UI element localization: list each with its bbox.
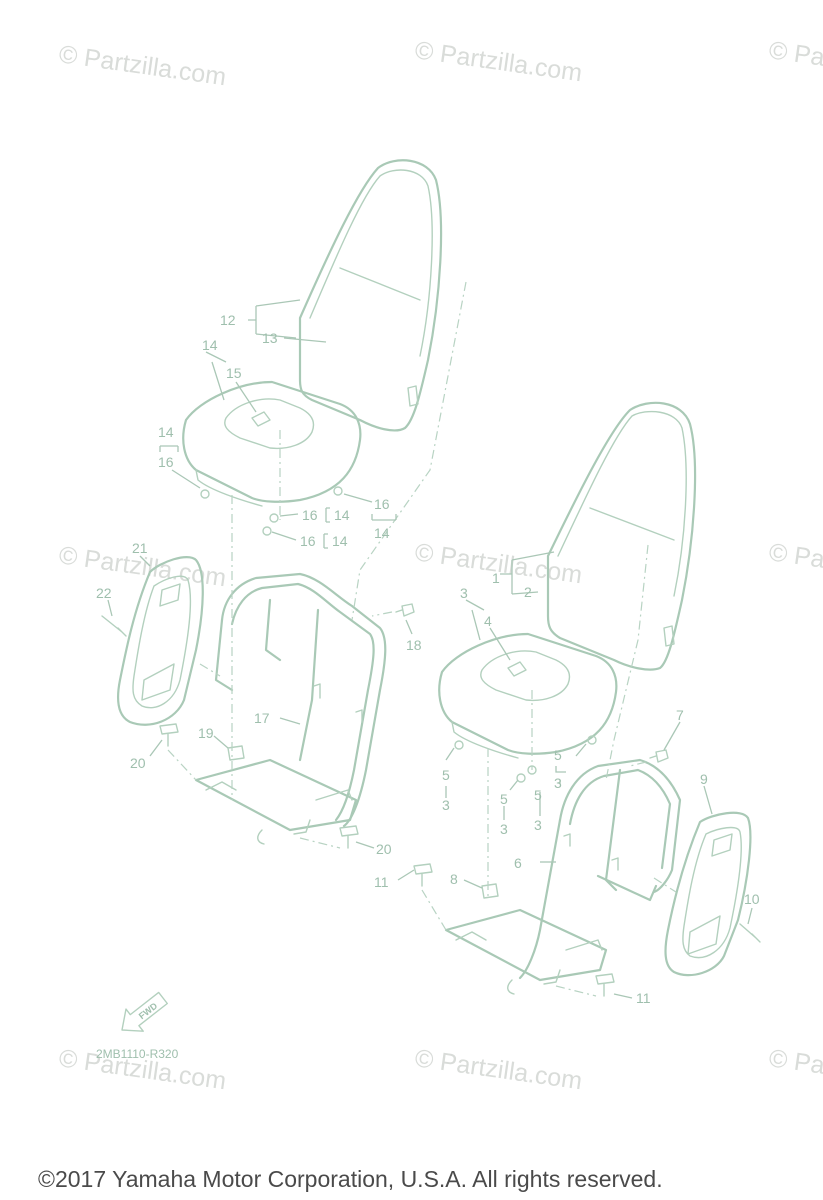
left-cushion [182,380,362,507]
copyright-notice: ©2017 Yamaha Motor Corporation, U.S.A. A… [38,1166,663,1192]
leader-lines [107,299,753,999]
callout-3: 3 [442,797,450,813]
callout-5: 5 [442,767,450,783]
nut-19 [227,745,245,761]
right-seat-assembly [413,401,761,997]
callout-8: 8 [450,871,458,887]
callout-21: 21 [132,540,148,556]
right-cushion [438,632,618,759]
left-seat-assembly [101,159,467,849]
callout-1: 1 [492,570,500,586]
bolt-18 [395,603,415,617]
callout-9: 9 [700,771,708,787]
callout-16: 16 [300,533,316,549]
right-nut-5b [587,735,597,745]
left-nut-16a [200,489,210,499]
callout-22: 22 [96,585,112,601]
callout-20: 20 [130,755,146,771]
watermark: © Partzilla.com [767,36,823,87]
watermark-group: © Partzilla.com © Partzilla.com © Partzi… [57,36,823,1095]
callout-3: 3 [500,821,508,837]
left-seat-bracket [194,572,387,845]
bolt-11b [595,973,615,997]
callout-2: 2 [524,584,532,600]
forward-arrow: FWD [121,991,168,1032]
left-nut-16c [269,513,279,523]
callout-3: 3 [460,585,468,601]
callout-6: 6 [514,855,522,871]
left-side-panel [117,555,204,726]
right-seat-bracket [444,758,682,995]
screw-22 [101,615,127,637]
callout-14: 14 [332,533,348,549]
watermark: © Partzilla.com [413,1044,584,1095]
right-nut-5c [516,773,526,783]
nut-8 [481,883,499,899]
callout-18: 18 [406,637,422,653]
callout-10: 10 [744,891,760,907]
screw-10 [739,923,761,943]
callout-19: 19 [198,725,214,741]
callout-14: 14 [374,525,390,541]
callout-14: 14 [158,424,174,440]
left-backrest [298,159,443,432]
callout-5: 5 [534,787,542,803]
right-side-panel [664,811,752,977]
watermark: © Partzilla.com [767,538,823,589]
bolt-20a [159,723,179,747]
callout-14: 14 [334,507,350,523]
callout-20: 20 [376,841,392,857]
callout-7: 7 [676,707,684,723]
watermark: © Partzilla.com [413,36,584,87]
callout-5: 5 [500,791,508,807]
callout-3: 3 [554,775,562,791]
callout-16: 16 [302,507,318,523]
bolt-7 [649,749,669,763]
right-backrest [546,401,697,671]
callout-4: 4 [484,613,492,629]
watermark: © Partzilla.com [57,40,228,91]
callout-16: 16 [158,454,174,470]
watermark: © Partzilla.com [767,1044,823,1095]
callout-3: 3 [534,817,542,833]
diagram-code: 2MB1110-R320 [96,1047,179,1061]
callout-16: 16 [374,496,390,512]
left-nut-16b [333,486,343,496]
right-nut-5a [454,740,464,750]
callout-14: 14 [202,337,218,353]
callout-11: 11 [374,874,389,890]
callout-5: 5 [554,747,562,763]
callout-13: 13 [262,330,278,346]
left-nut-16d [262,526,272,536]
bolt-11a [413,863,433,887]
bolt-20b [339,825,359,849]
callout-17: 17 [254,710,270,726]
callout-12: 12 [220,312,236,328]
callout-11: 11 [636,990,651,1006]
callout-15: 15 [226,365,242,381]
callout-labels: 12 13 14 15 14 16 16 14 16 14 16 14 21 2… [96,312,760,1006]
